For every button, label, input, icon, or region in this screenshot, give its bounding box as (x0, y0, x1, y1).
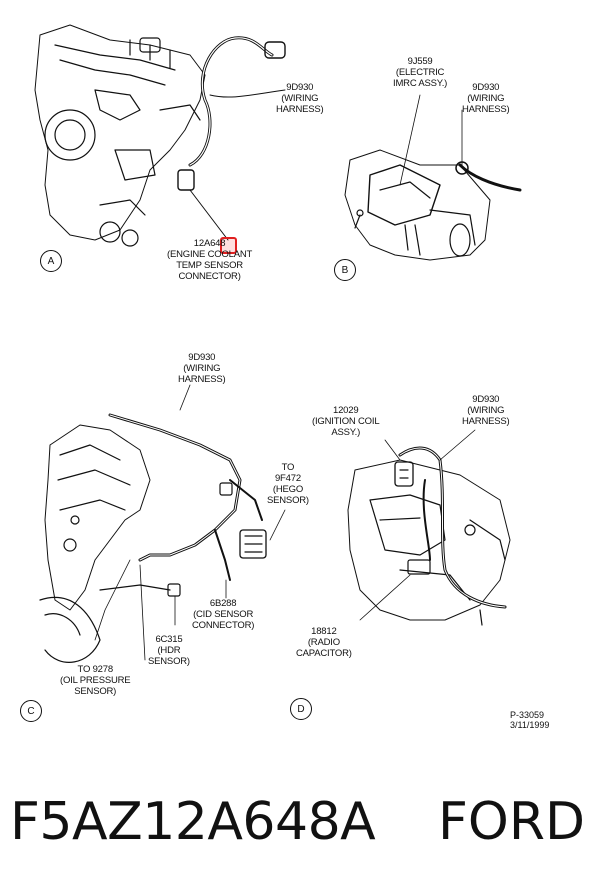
label-c-hdr: 6C315 (HDR SENSOR) (148, 634, 190, 667)
panel-c-badge: C (20, 700, 42, 722)
wiring-diagram (34, 24, 522, 663)
reference-code: P-33059 3/11/1999 (510, 710, 550, 730)
brand-name: FORD (438, 792, 586, 852)
label-c-harness: 9D930 (WIRING HARNESS) (178, 352, 226, 385)
label-b-imrc: 9J559 (ELECTRIC IMRC ASSY.) (393, 56, 448, 89)
panel-d-badge: D (290, 698, 312, 720)
label-a-harness: 9D930 (WIRING HARNESS) (276, 82, 324, 115)
panel-a-badge: A (40, 250, 62, 272)
panel-b-drawing (344, 94, 522, 261)
panel-b-badge: B (334, 259, 356, 281)
label-d-harness: 9D930 (WIRING HARNESS) (462, 394, 510, 427)
panel-c-drawing (39, 384, 286, 663)
label-c-cid: 6B288 (CID SENSOR CONNECTOR) (192, 598, 255, 631)
label-a-connector: 12A648 (ENGINE COOLANT TEMP SENSOR CONNE… (167, 238, 253, 282)
panel-a-drawing (34, 24, 286, 247)
label-c-oil: TO 9278 (OIL PRESSURE SENSOR) (60, 664, 131, 697)
label-d-radio: 18812 (RADIO CAPACITOR) (296, 626, 352, 659)
label-d-coil: 12029 (IGNITION COIL ASSY.) (312, 405, 380, 438)
highlight-mark (220, 237, 237, 254)
label-c-hego: TO 9F472 (HEGO SENSOR) (267, 462, 309, 506)
panel-d-drawing (347, 429, 511, 626)
part-number: F5AZ12A648A (10, 792, 376, 852)
label-b-harness: 9D930 (WIRING HARNESS) (462, 82, 510, 115)
